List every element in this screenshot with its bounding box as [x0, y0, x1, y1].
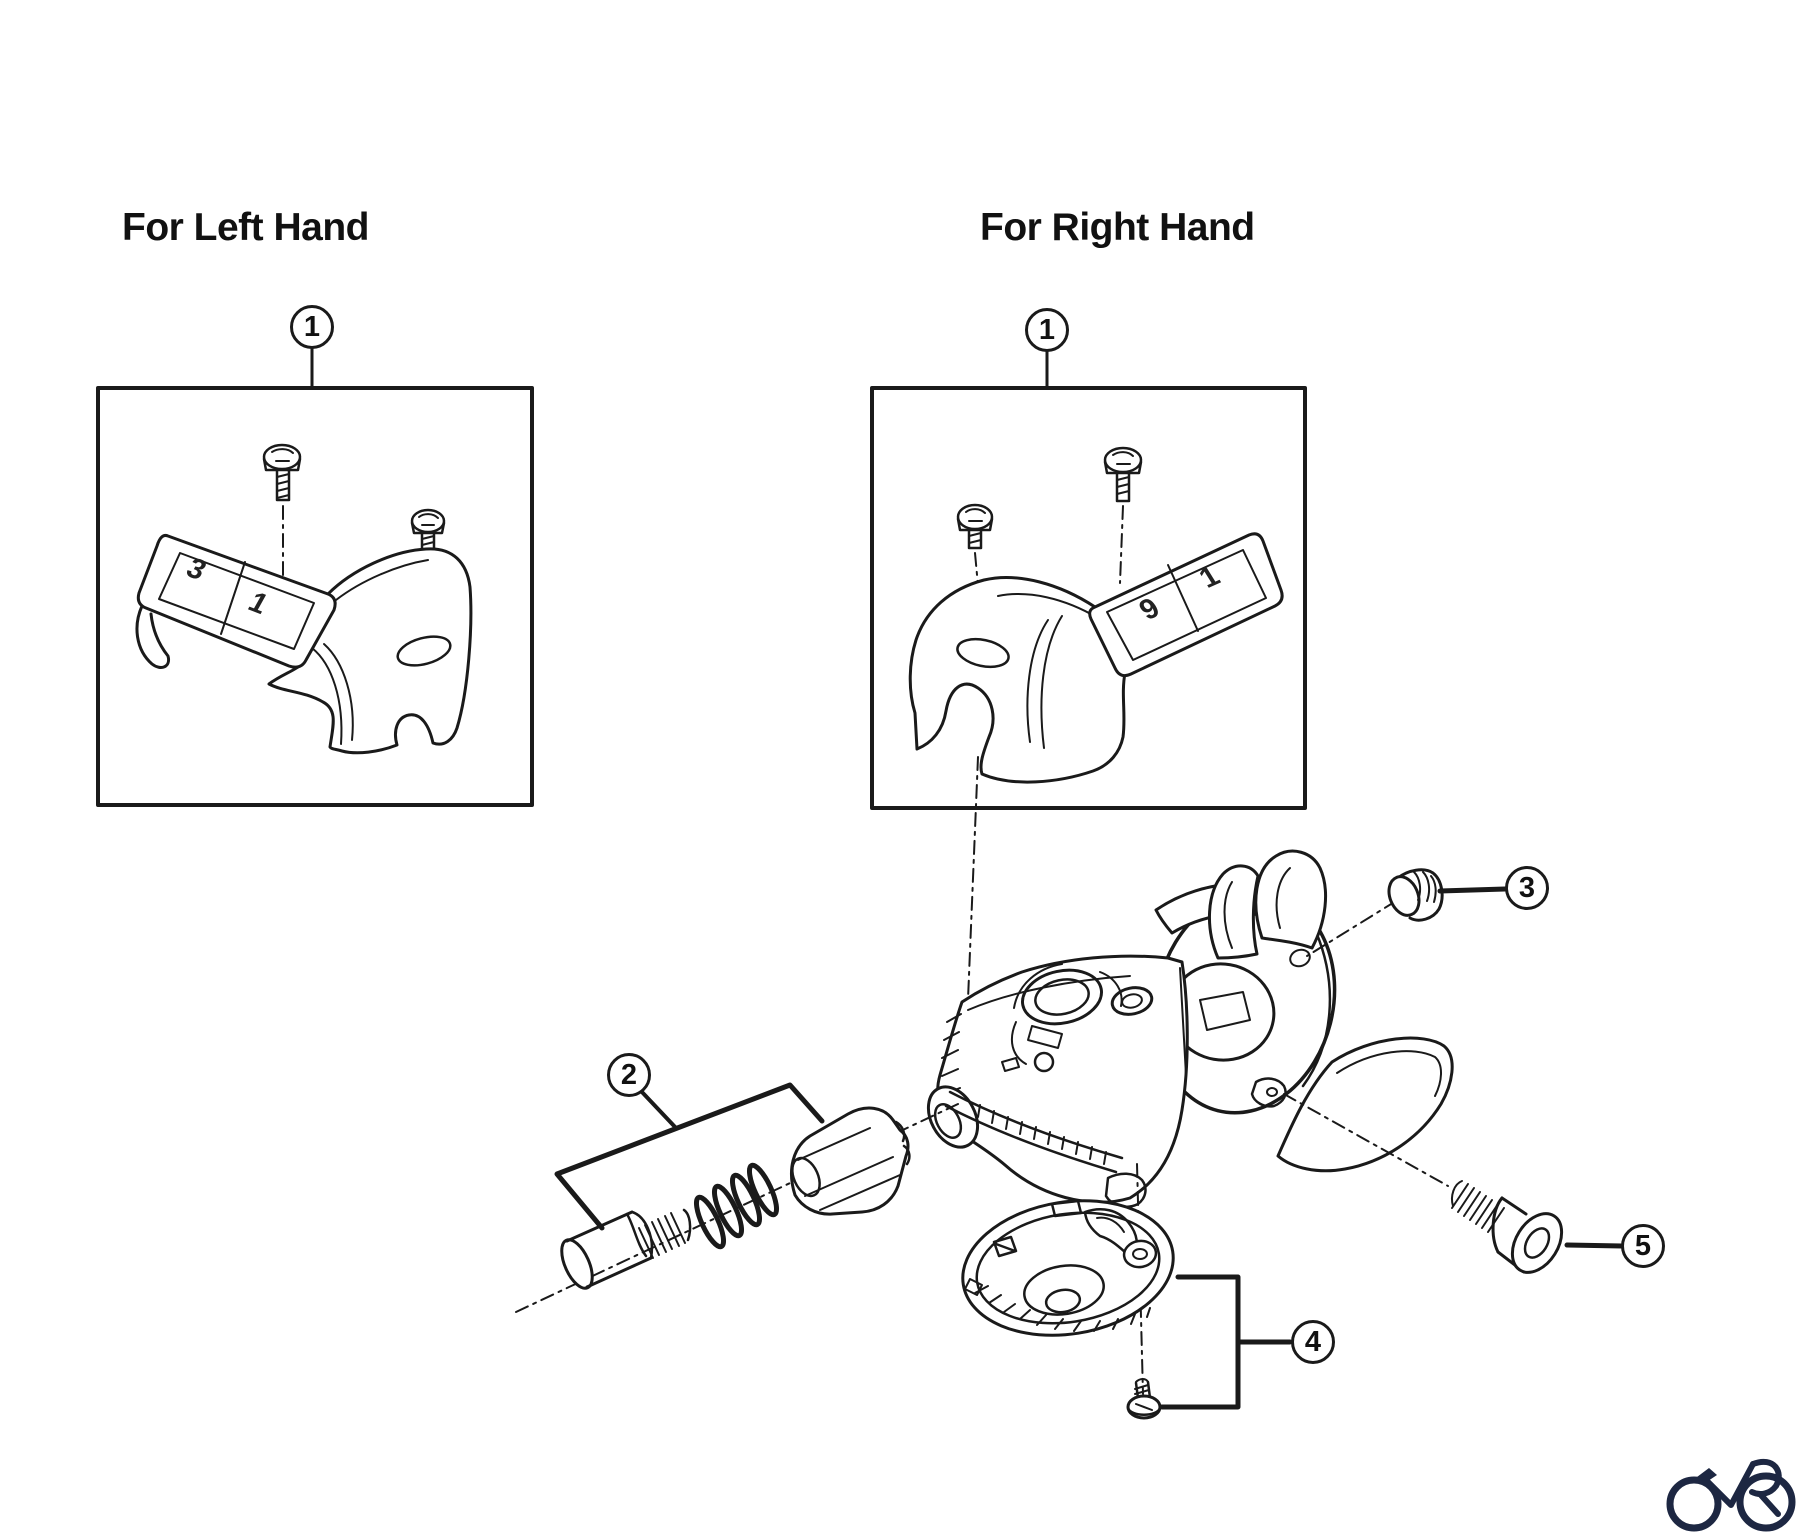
right-cover-frame: [870, 386, 1307, 810]
thumb-paddle-left: [1208, 864, 1260, 960]
callout-2-bracket: [554, 1082, 825, 1231]
left-cover-ridge: [335, 559, 429, 601]
right-screw-rear-axis: [1119, 505, 1124, 584]
cover-plate-outer: [961, 1199, 1175, 1337]
left-cover-screw-hole: [396, 635, 452, 667]
left-cover-hook: [135, 604, 171, 669]
cover-plate-hook-inner: [1096, 1216, 1125, 1233]
right-cover-pad-inner: [1106, 549, 1267, 661]
cable-port-inner: [933, 1103, 963, 1139]
right-hand-heading: For Right Hand: [980, 206, 1255, 249]
cable-adjuster-group-drawing: [560, 1106, 911, 1290]
cover-plate-notch: [964, 1278, 983, 1296]
left-cover-screw-rear: [410, 508, 446, 553]
shifter-body-drawing: [926, 849, 1454, 1208]
pivot-boss-outer: [1110, 986, 1154, 1016]
logo-rear-wheel: [1736, 1472, 1796, 1532]
spool-boss-outer: [1021, 968, 1103, 1026]
fixing-screw-drawing: [1126, 1378, 1162, 1420]
clamp-bolt-hole: [1266, 1087, 1278, 1097]
housing-square-detail: [1001, 1057, 1020, 1072]
indicator-cover-drawing: [961, 1199, 1175, 1337]
right-cover-screw-rear: [1103, 446, 1143, 503]
left-cover-box: [96, 347, 534, 807]
cover-plate-dish: [1023, 1264, 1105, 1316]
spool-boss-inner: [1034, 978, 1090, 1016]
callout-4: 4: [1291, 1320, 1335, 1364]
cam-plate-arcs: [1010, 963, 1123, 1065]
left-hand-heading: For Left Hand: [122, 206, 369, 249]
housing-small-hole: [1033, 1051, 1055, 1073]
callout-5-leader: [1564, 1242, 1625, 1249]
cap-boss: [1289, 948, 1311, 968]
right-cover-screw-front: [956, 503, 994, 550]
adjuster-spring: [693, 1162, 780, 1250]
handlebar-window-detail: [1199, 991, 1251, 1031]
logo-frame: [1702, 1461, 1756, 1508]
logo-handlebar: [1697, 1468, 1717, 1483]
cover-screw-boss: [1122, 1239, 1158, 1269]
clamp-ring-band-edge: [1301, 930, 1332, 1088]
callout-3-leader: [1437, 886, 1508, 894]
logo-seat-leg: [1757, 1491, 1781, 1517]
left-cover-screw-front: [262, 443, 302, 502]
deck-serrations: [977, 1104, 1107, 1165]
left-cover-pad: [136, 534, 337, 669]
housing-right-edge: [1179, 967, 1187, 1076]
right-cover-ridge: [997, 593, 1099, 619]
right-cover-pad-divider: [1167, 564, 1199, 632]
deck-band-lines: [944, 1090, 1124, 1174]
right-cover-box: [870, 350, 1307, 810]
release-lever-blade: [1276, 1036, 1454, 1173]
thumb-paddle-right: [1254, 849, 1328, 950]
clamp-bolt-drawing: [1451, 1180, 1564, 1274]
left-cover-pad-inner: [158, 552, 315, 650]
housing-bracket-detail: [1027, 1025, 1063, 1049]
cover-plate-hole: [1044, 1288, 1082, 1314]
right-cover-screw-hole: [956, 637, 1010, 669]
adjuster-bolt: [560, 1208, 692, 1290]
right-cover-drawing: [908, 446, 1284, 784]
callout-4-bracket: [1159, 1274, 1293, 1410]
clamp-bolt-axis: [1283, 1093, 1449, 1187]
bicycle-logo: [1666, 1459, 1796, 1532]
thumb-paddle-right-inner: [1275, 867, 1291, 929]
release-lever-inner-line: [1336, 1050, 1442, 1097]
adjuster-barrel: [790, 1106, 911, 1216]
left-cover-drawing: [135, 443, 473, 755]
clamp-bolt-lug: [1250, 1077, 1287, 1108]
cover-plate-square-hole: [992, 1235, 1018, 1258]
left-cover-body: [267, 547, 473, 755]
callout-3: 3: [1505, 866, 1549, 910]
callout-2: 2: [607, 1053, 651, 1097]
callout-1-right: 1: [1025, 308, 1069, 352]
end-cap-drawing: [1387, 868, 1444, 922]
cover-plate-hatch: [974, 1285, 1151, 1332]
left-cover-scurve: [311, 643, 354, 745]
cover-screw-boss-hole: [1132, 1248, 1148, 1260]
right-cover-body: [908, 576, 1127, 784]
cover-plate-top-tab: [1050, 1199, 1083, 1218]
end-cap-axis: [1306, 900, 1397, 957]
thumb-paddle-left-inner: [1223, 881, 1233, 949]
right-cover-scurve: [1026, 615, 1063, 749]
left-cover-pad-divider: [220, 561, 246, 635]
logo-front-wheel: [1666, 1476, 1722, 1532]
callout-5: 5: [1621, 1224, 1665, 1268]
left-cover-frame: [96, 386, 534, 807]
callout-1-left: 1: [290, 305, 334, 349]
